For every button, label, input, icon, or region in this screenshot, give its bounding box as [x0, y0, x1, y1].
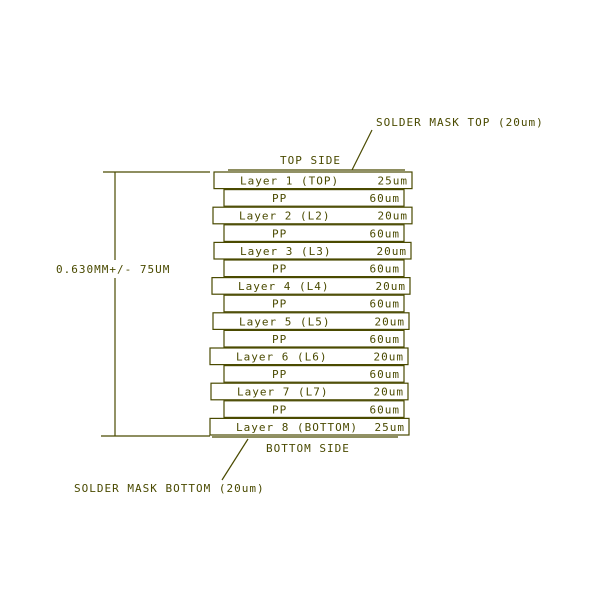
layer-name: PP	[272, 333, 287, 346]
layer-thickness: 20um	[375, 315, 406, 328]
solder-mask-bottom-label: SOLDER MASK BOTTOM (20um)	[74, 482, 265, 495]
layer-name: Layer 6 (L6)	[236, 351, 327, 364]
prepreg-box	[223, 329, 405, 348]
layer-thickness: 60um	[370, 298, 401, 311]
copper-layer: Layer 3 (L3) 20um	[213, 241, 412, 260]
copper-layer: Layer 5 (L5) 20um	[212, 312, 410, 330]
layer-thickness: 25um	[378, 175, 409, 188]
solder-mask-top-callout: SOLDER MASK TOP (20um) TOP SIDE	[228, 116, 544, 171]
layer-thickness: 20um	[378, 210, 409, 223]
copper-box	[213, 171, 413, 190]
prepreg-layer: PP 60um	[223, 259, 405, 278]
copper-box	[211, 277, 411, 295]
prepreg-layer: PP 60um	[223, 365, 405, 383]
solder-mask-bottom-leader	[221, 438, 249, 481]
layer-thickness: 60um	[370, 403, 401, 416]
layer-thickness: 60um	[370, 192, 401, 205]
layer-thickness: 25um	[375, 421, 406, 434]
bottom-side-label: BOTTOM SIDE	[266, 442, 350, 455]
layer-thickness: 60um	[370, 227, 401, 240]
copper-box	[210, 382, 409, 401]
prepreg-box	[223, 224, 405, 243]
layer-name: PP	[272, 298, 287, 311]
layer-name: Layer 7 (L7)	[237, 386, 328, 399]
thickness-label: 0.630MM+/- 75UM	[56, 263, 170, 276]
layer-thickness: 20um	[376, 280, 407, 293]
layer-name: PP	[272, 192, 287, 205]
layer-name: Layer 8 (BOTTOM)	[236, 421, 358, 434]
prepreg-layer: PP 60um	[223, 189, 405, 207]
layer-name: PP	[272, 368, 287, 381]
copper-layer: Layer 1 (TOP) 25um	[213, 171, 413, 190]
layer-name: PP	[272, 263, 287, 276]
prepreg-box	[223, 259, 405, 278]
prepreg-box	[223, 365, 405, 383]
copper-layer: Layer 7 (L7) 20um	[210, 382, 409, 401]
layer-name: PP	[272, 403, 287, 416]
prepreg-box	[223, 294, 405, 313]
prepreg-layer: PP 60um	[223, 329, 405, 348]
layer-thickness: 60um	[370, 263, 401, 276]
copper-box	[212, 312, 410, 330]
layer-name: Layer 3 (L3)	[240, 245, 331, 258]
thickness-dimension: 0.630MM+/- 75UM	[50, 171, 210, 437]
copper-layer: Layer 8 (BOTTOM) 25um	[209, 417, 410, 436]
copper-box	[212, 206, 413, 225]
layer-thickness: 60um	[370, 333, 401, 346]
prepreg-layer: PP 60um	[223, 400, 405, 418]
solder-mask-top-label: SOLDER MASK TOP (20um)	[376, 116, 544, 129]
layer-thickness: 20um	[377, 245, 408, 258]
layer-thickness: 60um	[370, 368, 401, 381]
layer-name: Layer 5 (L5)	[239, 315, 330, 328]
copper-layer: Layer 2 (L2) 20um	[212, 206, 413, 225]
prepreg-box	[223, 189, 405, 207]
layer-name: Layer 1 (TOP)	[240, 175, 339, 188]
layer-thickness: 20um	[374, 386, 405, 399]
layer-name: Layer 2 (L2)	[239, 210, 330, 223]
copper-layer: Layer 4 (L4) 20um	[211, 277, 411, 295]
layer-thickness: 20um	[374, 351, 405, 364]
solder-mask-top-leader	[351, 129, 373, 171]
solder-mask-bottom-callout: BOTTOM SIDE SOLDER MASK BOTTOM (20um)	[74, 436, 398, 495]
copper-layer: Layer 6 (L6) 20um	[209, 347, 409, 366]
prepreg-layer: PP 60um	[223, 294, 405, 313]
prepreg-box	[223, 400, 405, 418]
copper-box	[213, 241, 412, 260]
copper-box	[209, 347, 409, 366]
layer-name: Layer 4 (L4)	[238, 280, 329, 293]
prepreg-layer: PP 60um	[223, 224, 405, 243]
layer-name: PP	[272, 227, 287, 240]
dimension-label-bg	[50, 260, 182, 278]
copper-box	[209, 417, 410, 436]
top-side-label: TOP SIDE	[280, 154, 341, 167]
